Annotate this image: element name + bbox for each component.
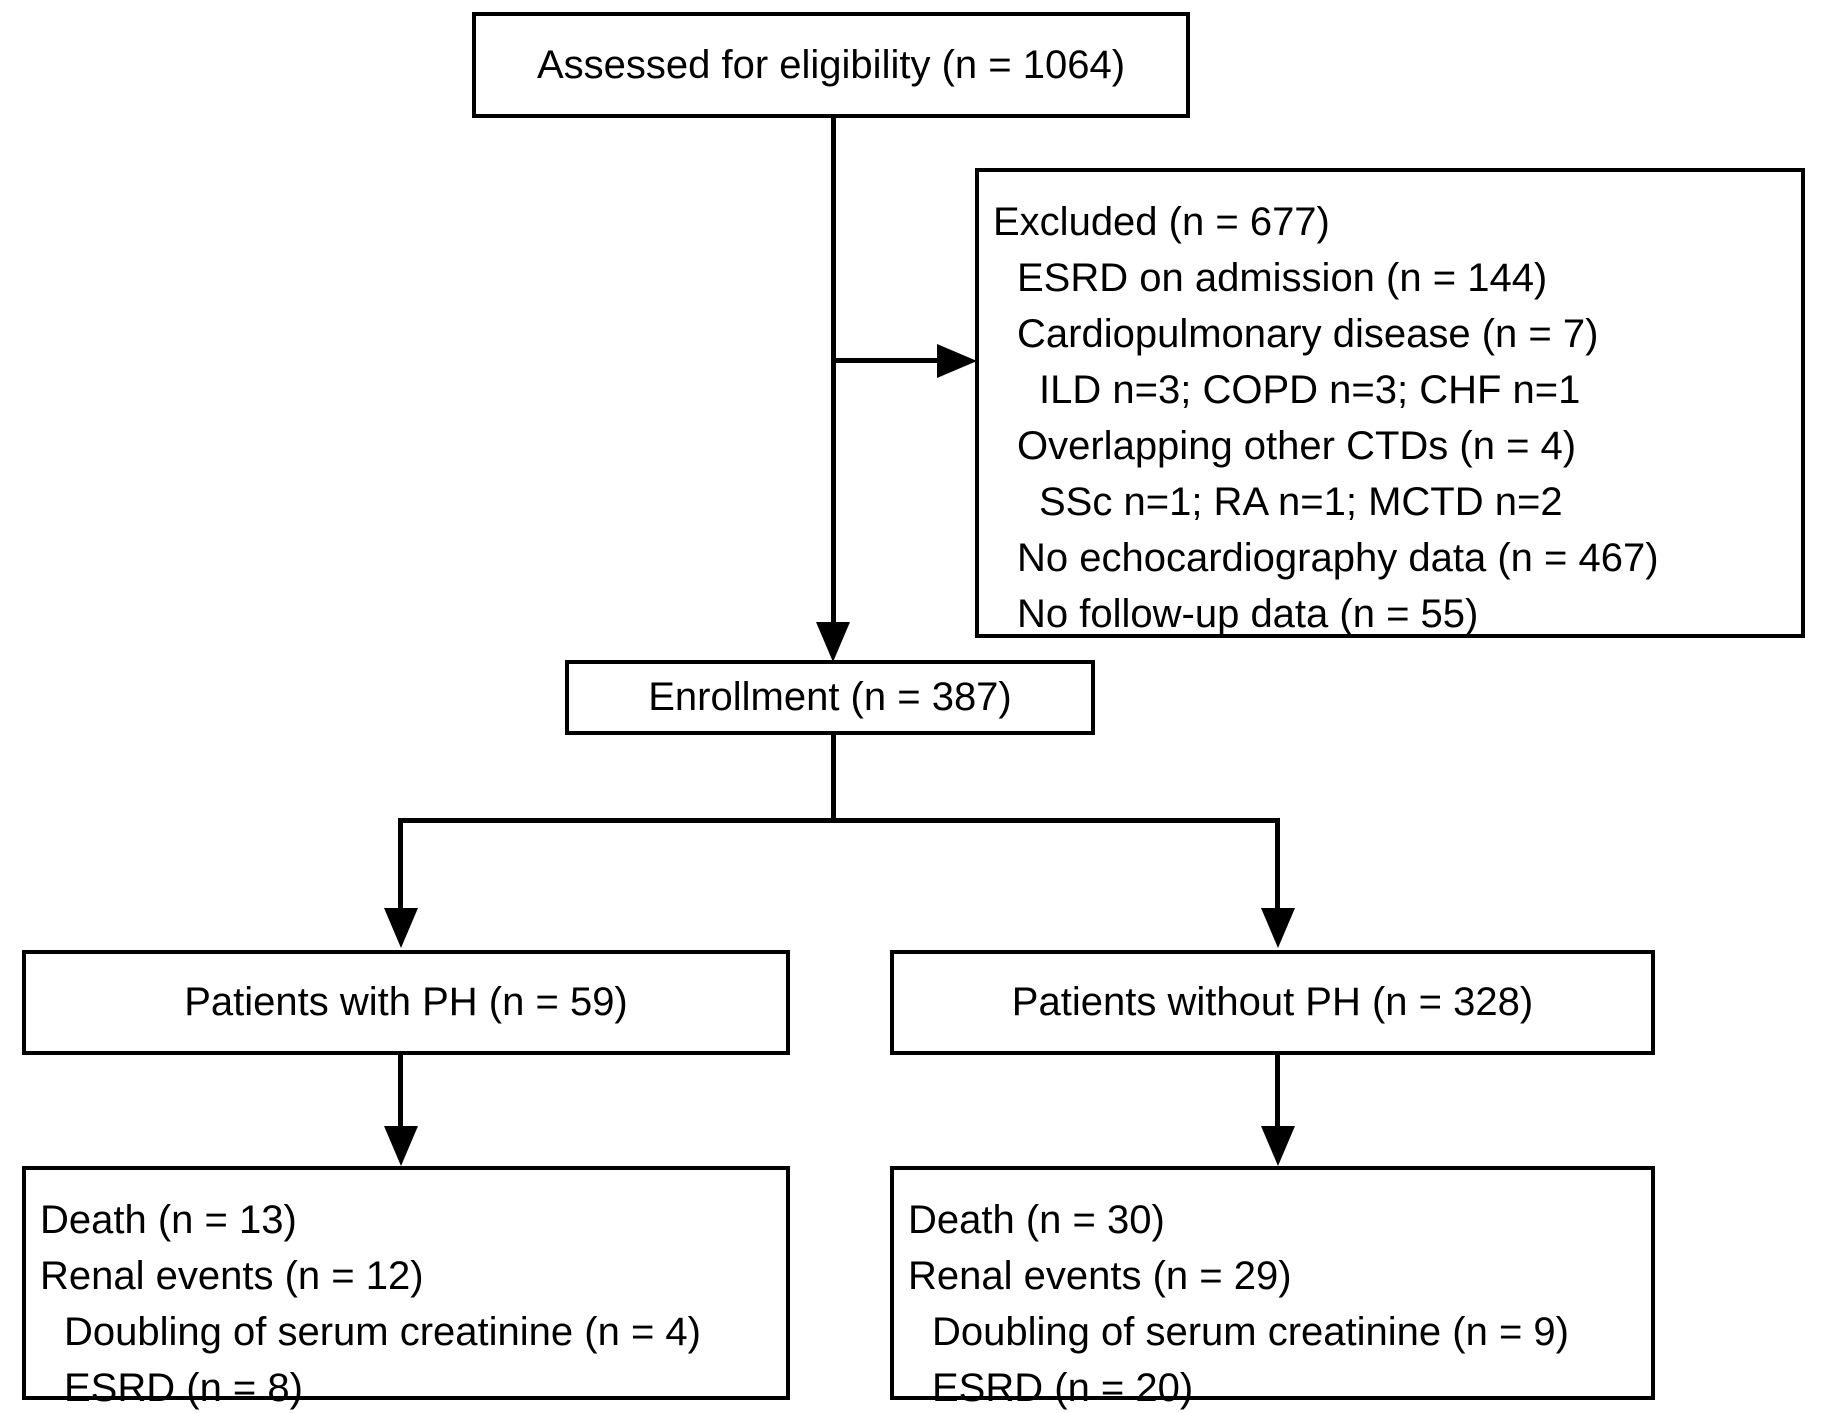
node-outcomes-without-ph-line-doubling-creatinine: Doubling of serum creatinine (n = 9) xyxy=(932,1310,1569,1354)
node-outcomes-without-ph: Death (n = 30) Renal events (n = 29) Dou… xyxy=(890,1166,1655,1410)
node-excluded-line-no-followup-data: No follow-up data (n = 55) xyxy=(1017,592,1479,636)
node-patients-with-ph: Patients with PH (n = 59) xyxy=(22,950,790,1055)
node-patients-without-ph: Patients without PH (n = 328) xyxy=(890,950,1655,1055)
connector-with-ph-to-outcomes-line xyxy=(398,1055,403,1133)
node-outcomes-without-ph-line-death: Death (n = 30) xyxy=(908,1198,1165,1242)
connector-to-with-ph-line xyxy=(398,818,403,916)
node-patients-with-ph-label: Patients with PH (n = 59) xyxy=(184,980,628,1025)
node-outcomes-with-ph-line-esrd: ESRD (n = 8) xyxy=(64,1366,303,1410)
connector-assessed-to-enrollment-line xyxy=(831,118,836,645)
node-patients-without-ph-label: Patients without PH (n = 328) xyxy=(1011,980,1534,1025)
node-enrollment-label: Enrollment (n = 387) xyxy=(648,675,1012,720)
connector-to-without-ph-line xyxy=(1275,818,1280,916)
connector-assessed-to-enrollment-arrowhead xyxy=(816,622,850,662)
node-excluded-line-cardiopulmonary-detail: ILD n=3; COPD n=3; CHF n=1 xyxy=(1039,368,1581,412)
node-outcomes-with-ph-line-renal-events: Renal events (n = 12) xyxy=(40,1254,424,1298)
node-excluded-header: Excluded (n = 677) xyxy=(993,200,1330,244)
node-outcomes-with-ph-line-doubling-creatinine: Doubling of serum creatinine (n = 4) xyxy=(64,1310,701,1354)
connector-to-excluded-arrowhead xyxy=(937,344,977,378)
node-assessed-label: Assessed for eligibility (n = 1064) xyxy=(536,42,1126,87)
connector-to-excluded-line xyxy=(831,358,941,363)
node-enrollment: Enrollment (n = 387) xyxy=(565,660,1095,735)
node-excluded-line-esrd-on-admission: ESRD on admission (n = 144) xyxy=(1017,256,1548,300)
connector-without-ph-to-outcomes-line xyxy=(1275,1055,1280,1133)
connector-enrollment-stem xyxy=(831,735,836,823)
connector-enrollment-split-bar xyxy=(398,818,1280,823)
node-excluded-line-overlapping-detail: SSc n=1; RA n=1; MCTD n=2 xyxy=(1039,480,1563,524)
node-outcomes-without-ph-line-renal-events: Renal events (n = 29) xyxy=(908,1254,1292,1298)
node-excluded-line-overlapping-ctds: Overlapping other CTDs (n = 4) xyxy=(1017,424,1577,468)
connector-to-without-ph-arrowhead xyxy=(1261,908,1295,948)
node-excluded-line-no-echo-data: No echocardiography data (n = 467) xyxy=(1017,536,1659,580)
connector-to-with-ph-arrowhead xyxy=(384,908,418,948)
node-assessed-for-eligibility: Assessed for eligibility (n = 1064) xyxy=(472,12,1190,118)
node-outcomes-with-ph: Death (n = 13) Renal events (n = 12) Dou… xyxy=(22,1166,790,1410)
node-excluded: Excluded (n = 677) ESRD on admission (n … xyxy=(975,168,1805,638)
connector-with-ph-to-outcomes-arrowhead xyxy=(384,1126,418,1166)
node-outcomes-with-ph-line-death: Death (n = 13) xyxy=(40,1198,297,1242)
connector-without-ph-to-outcomes-arrowhead xyxy=(1261,1126,1295,1166)
node-outcomes-without-ph-line-esrd: ESRD (n = 20) xyxy=(932,1366,1194,1410)
node-excluded-line-cardiopulmonary-disease: Cardiopulmonary disease (n = 7) xyxy=(1017,312,1599,356)
